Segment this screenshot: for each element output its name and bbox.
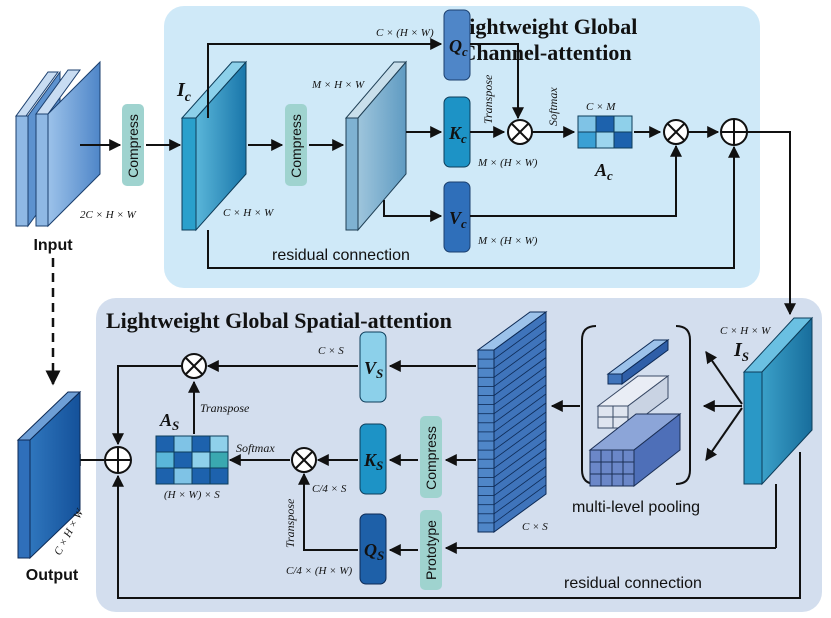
ac-matrix <box>577 115 633 149</box>
vc-dim: M × (H × W) <box>477 235 538 247</box>
output-feature-block <box>16 390 82 560</box>
pooling-label: multi-level pooling <box>572 499 700 516</box>
ks-label: KS <box>363 450 383 473</box>
ks-dim: C/4 × S <box>312 483 347 495</box>
spatial-multiply-op-2 <box>181 353 207 379</box>
input-compress-label: Compress <box>125 114 141 178</box>
kc-dim: M × (H × W) <box>477 157 538 169</box>
qs-box <box>359 513 387 585</box>
pooling-level-1-cube <box>606 339 670 385</box>
ac-dim: C × M <box>586 101 616 113</box>
mid-dim: M × H × W <box>311 79 365 91</box>
input-compress-box <box>122 104 144 186</box>
is-feature-block <box>742 316 814 486</box>
is-label: IS <box>733 339 749 364</box>
spatial-softmax-label: Softmax <box>236 441 275 455</box>
spatial-title: Lightweight Global Spatial-attention <box>106 308 452 333</box>
as-matrix <box>155 435 229 485</box>
spatial-residual-label: residual connection <box>564 575 702 592</box>
vs-dim: C × S <box>318 345 344 357</box>
channel-multiply-op-2 <box>663 119 689 145</box>
kc-label: Kc <box>448 123 467 146</box>
is-dim: C × H × W <box>720 325 771 337</box>
as-dim: (H × W) × S <box>164 489 220 501</box>
pooling-level-3-cube <box>588 412 682 488</box>
qs-label: QS <box>364 540 384 563</box>
pooling-bracket-right <box>675 325 691 485</box>
prototype-box <box>420 510 442 590</box>
spatial-transpose-left-label: Transpose <box>283 498 297 548</box>
ic-label: Ic <box>176 79 192 105</box>
input-feature-block <box>15 60 101 228</box>
qc-dim: C × (H × W) <box>376 27 434 39</box>
input-label: Input <box>33 237 73 254</box>
ks-box <box>359 423 387 495</box>
output-label: Output <box>26 567 79 584</box>
channel-title-line1: Lightweight Global <box>455 14 638 39</box>
ac-label: Ac <box>594 160 613 183</box>
qc-label: Qc <box>449 36 468 59</box>
spatial-multiply-op-1 <box>291 447 317 473</box>
vs-label: VS <box>364 358 383 381</box>
vc-label: Vc <box>449 208 467 231</box>
qs-dim: C/4 × (H × W) <box>286 565 353 577</box>
channel-transpose-label: Transpose <box>481 74 495 124</box>
channel-residual-label: residual connection <box>272 247 410 264</box>
compressed-feature-block <box>344 60 408 232</box>
pooling-bracket-left <box>581 325 597 485</box>
spatial-transpose-top-label: Transpose <box>200 401 250 415</box>
spatial-add-op <box>104 446 132 474</box>
channel-compress-box <box>285 104 307 186</box>
as-label: AS <box>159 410 179 433</box>
prototype-label: Prototype <box>423 520 439 580</box>
vs-box <box>359 331 387 403</box>
channel-multiply-op-1 <box>507 119 533 145</box>
channel-softmax-label: Softmax <box>546 87 560 126</box>
spatial-compress-box <box>420 416 442 498</box>
channel-add-op <box>720 118 748 146</box>
stack-dim: C × S <box>522 521 548 533</box>
input-dim: 2C × H × W <box>80 209 137 221</box>
ic-dim: C × H × W <box>223 207 274 219</box>
stacked-feature-block <box>476 311 548 533</box>
channel-compress-label: Compress <box>288 114 304 178</box>
spatial-compress-label: Compress <box>423 426 439 490</box>
